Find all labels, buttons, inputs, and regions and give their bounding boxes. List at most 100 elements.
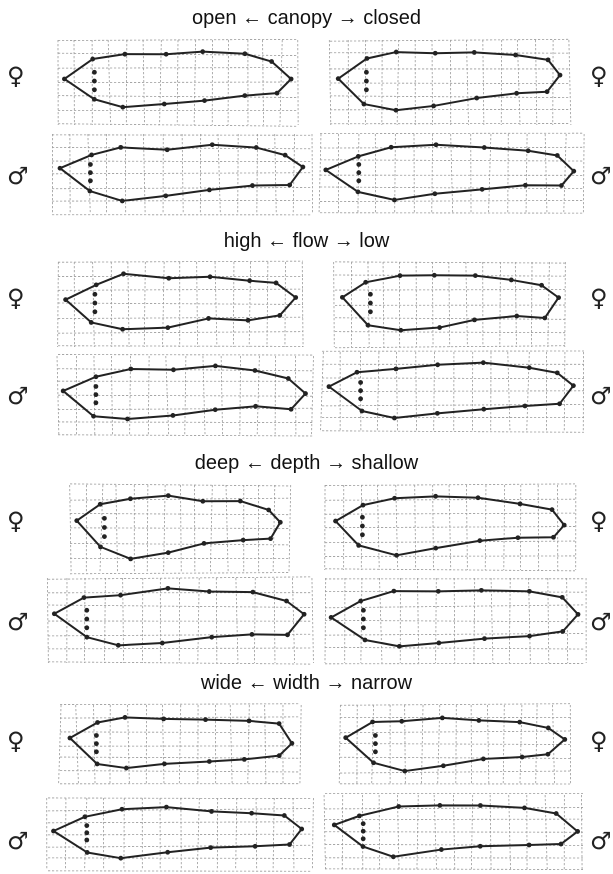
- landmark-point: [123, 765, 129, 771]
- grid-line: [437, 704, 441, 786]
- landmark-point: [331, 822, 337, 828]
- landmark-point: [358, 380, 363, 385]
- landmark-point: [431, 272, 437, 278]
- shape-panel-depth-female-shallow: [324, 483, 577, 572]
- grid-line: [535, 39, 538, 126]
- landmark-point: [171, 367, 176, 373]
- landmark-point: [432, 50, 438, 56]
- landmark-point: [213, 363, 218, 369]
- landmark-point: [166, 275, 172, 281]
- landmark-point: [285, 376, 291, 381]
- grid-line: [214, 261, 218, 348]
- landmark-point: [355, 153, 361, 159]
- landmark-point: [200, 49, 206, 55]
- landmark-point: [95, 720, 100, 725]
- grid-line: [57, 288, 304, 291]
- deformation-grid: [320, 350, 585, 433]
- grid-line: [69, 572, 291, 575]
- landmark-point: [517, 501, 523, 507]
- landmark-point: [481, 406, 487, 412]
- grid-line: [450, 133, 454, 215]
- grid-line: [311, 797, 314, 871]
- grid-line: [57, 421, 314, 423]
- grid-line: [339, 703, 571, 706]
- landmark-point: [203, 717, 208, 723]
- landmark-point: [285, 632, 290, 638]
- body-outline: [63, 50, 293, 109]
- landmark-point: [253, 403, 258, 409]
- grid-line: [319, 146, 585, 149]
- grid-line: [163, 484, 166, 574]
- body-outline: [344, 716, 566, 773]
- landmark-point: [480, 360, 486, 366]
- grid-line: [414, 484, 417, 571]
- landmark-point: [281, 813, 287, 818]
- landmark-point: [207, 274, 213, 280]
- grid-line: [57, 261, 59, 348]
- grid-line: [47, 604, 313, 608]
- landmark-point: [288, 76, 294, 82]
- landmark-point: [360, 836, 366, 842]
- landmark-point: [475, 495, 481, 501]
- grid-line: [319, 186, 585, 190]
- landmark-point: [435, 362, 441, 368]
- grid-line: [379, 577, 383, 664]
- landmark-point: [439, 715, 445, 721]
- landmark-point: [88, 178, 93, 184]
- landmark-point: [354, 369, 360, 375]
- landmark-point: [161, 716, 167, 722]
- landmark-point: [92, 87, 97, 93]
- shape-panel-canopy-male-closed: [318, 132, 585, 215]
- landmark-point: [545, 725, 551, 731]
- grid-line: [57, 81, 299, 84]
- landmark-point: [128, 366, 134, 372]
- landmark-point: [480, 756, 486, 762]
- landmark-point: [476, 718, 482, 723]
- grid-line: [57, 38, 299, 41]
- grid-line: [69, 513, 291, 516]
- landmark-point: [398, 327, 404, 333]
- female-symbol-right: ♀: [590, 727, 608, 755]
- male-symbol-right: ♂: [590, 162, 612, 190]
- landmark-point: [402, 768, 408, 774]
- grid-line: [273, 577, 276, 664]
- shape-panel-depth-female-deep: [69, 483, 292, 575]
- landmark-point: [323, 167, 329, 173]
- grid-line: [324, 555, 576, 557]
- landmark-point: [360, 532, 365, 538]
- grid-line: [248, 261, 252, 348]
- landmark-point: [554, 370, 560, 376]
- body-outline: [53, 587, 306, 647]
- landmark-point: [97, 501, 103, 507]
- landmark-point: [249, 810, 255, 816]
- grid-line: [323, 794, 326, 871]
- landmark-point: [356, 162, 362, 167]
- landmark-point: [209, 142, 215, 148]
- landmark-point: [362, 637, 368, 643]
- grid-line: [59, 770, 301, 773]
- landmark-point: [242, 51, 248, 57]
- landmark-point: [526, 365, 532, 371]
- shape-panel-flow-male-low: [320, 350, 585, 433]
- grid-line: [69, 484, 72, 574]
- landmark-point: [391, 588, 397, 594]
- landmark-point: [128, 556, 134, 562]
- landmark-point: [364, 78, 369, 84]
- landmark-point: [361, 607, 366, 613]
- grid-line: [180, 484, 182, 574]
- grid-line: [324, 619, 586, 623]
- landmark-point: [368, 309, 373, 315]
- grid-line: [217, 133, 221, 215]
- landmark-point: [392, 495, 397, 501]
- body-outline: [75, 494, 282, 560]
- landmark-point: [363, 279, 369, 285]
- grid-line: [395, 351, 398, 433]
- landmark-point: [513, 52, 518, 58]
- landmark-point: [360, 523, 365, 529]
- grid-line: [99, 484, 104, 574]
- heading-canopy: open ← canopy → closed: [191, 7, 422, 29]
- landmark-point: [84, 850, 90, 855]
- grid-line: [229, 704, 233, 786]
- landmark-point: [125, 416, 130, 422]
- landmark-point: [92, 78, 97, 84]
